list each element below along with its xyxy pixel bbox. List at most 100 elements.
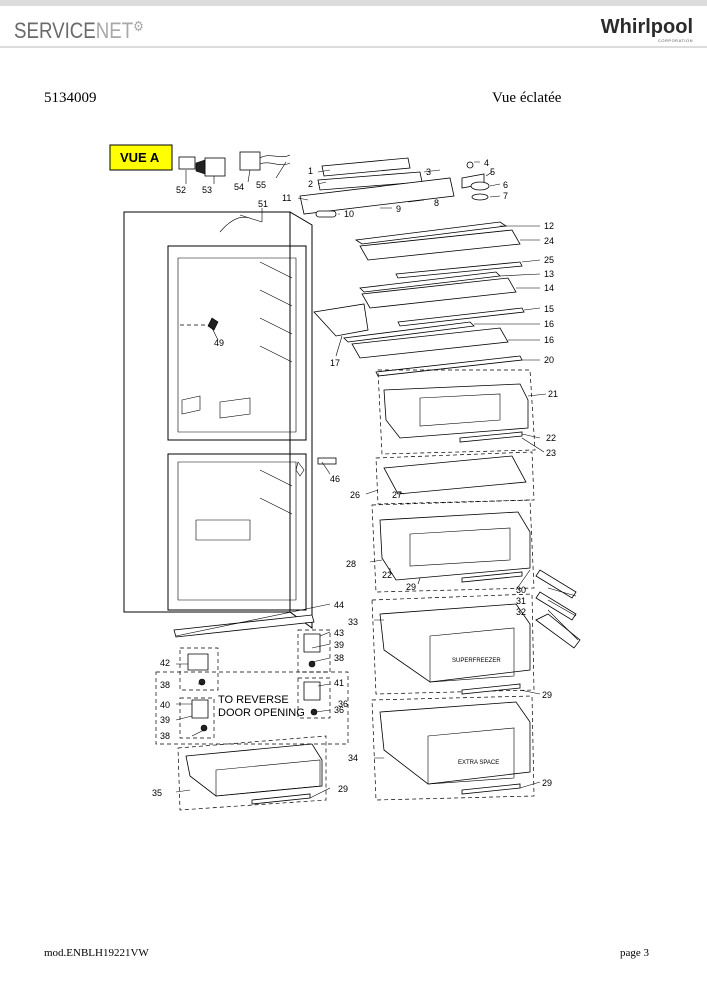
freezer-shelf-rails (259, 469, 293, 515)
part-label: 34 (348, 753, 358, 763)
part-21-inner (419, 393, 501, 427)
part-label: 30 (516, 585, 526, 595)
part-label: 22 (546, 433, 556, 443)
cover-26-group-outline (375, 451, 535, 505)
part-11-shape (299, 177, 455, 215)
whirlpool-logo-sub: CORPORATION (658, 38, 693, 43)
part-label: 8 (434, 198, 439, 208)
part-label: 23 (546, 448, 556, 458)
fridge-inner-liner (177, 257, 297, 433)
drawer-34-group-outline (371, 695, 535, 801)
part-label: 29 (406, 582, 416, 592)
part-25-shape (395, 261, 523, 279)
servicenet-logo: SERVICENET⚙ (14, 18, 144, 44)
part-52-shape (178, 156, 196, 170)
part-label: 52 (176, 185, 186, 195)
freezer-inner-liner (177, 461, 297, 601)
part-label: 38 (160, 731, 170, 741)
superfreezer-label: SUPERFREEZER (452, 658, 501, 664)
part-54-shape (239, 151, 261, 171)
freezer-bottom-fitting (195, 519, 251, 541)
part-label: 3 (426, 167, 431, 177)
part-label: 44 (334, 600, 344, 610)
part-29c-shape (461, 683, 521, 695)
fridge-compartment (167, 245, 307, 441)
part-label: 4 (484, 158, 489, 168)
part-14-shape (361, 277, 517, 309)
part-16a-shape (343, 321, 475, 343)
part-46-shape (317, 457, 337, 465)
part-label: 54 (234, 182, 244, 192)
reverse-door-group-outline (155, 671, 349, 745)
drawer-35-group-outline (177, 735, 327, 811)
extraspace-label: EXTRA SPACE (458, 760, 499, 766)
leader-lines (175, 161, 579, 799)
hinge-43-group-outline (297, 629, 331, 673)
part-29d-shape (461, 783, 521, 795)
vue-a-tag-box (109, 144, 173, 171)
part-label: 55 (256, 180, 266, 190)
part-34-shape (379, 701, 531, 785)
part-43-shape (303, 633, 321, 653)
part-15-shape (397, 307, 525, 327)
gear-icon: ⚙ (133, 18, 144, 34)
part-27-shape (383, 455, 527, 495)
part-29b-shape (461, 571, 523, 583)
part-35-front (215, 759, 321, 797)
part-label: 13 (544, 269, 554, 279)
part-16b-shape (351, 327, 509, 359)
fridge-bottom-fittings (181, 395, 251, 419)
part-number-labels: 1 2 3 4 5 6 7 8 9 10 11 12 24 25 13 14 1… (152, 158, 558, 798)
part-label: 16 (544, 335, 554, 345)
part-6-shape (470, 181, 490, 191)
cabinet-front-edges (123, 212, 291, 612)
header-divider (0, 46, 707, 48)
part-label: 33 (348, 617, 358, 627)
part-53-shape (204, 157, 226, 177)
part-49-shape (207, 317, 219, 331)
cabinet-outline (123, 211, 313, 629)
part-label: 51 (258, 199, 268, 209)
view-title: Vue éclatée (492, 90, 562, 106)
part-29a-shape (251, 793, 311, 805)
part-34-front (427, 727, 515, 785)
fridge-shelf-rails (259, 261, 293, 363)
part-label: 14 (544, 283, 554, 293)
part-label: 28 (346, 559, 356, 569)
part-31-shape (535, 591, 577, 621)
part-28-shape (379, 511, 531, 581)
part-label: 29 (338, 784, 348, 794)
part-label: 7 (503, 191, 508, 201)
part-label: 39 (160, 715, 170, 725)
part-label: 2 (308, 179, 313, 189)
part-label: 5 (490, 167, 495, 177)
part-label: 27 (392, 490, 402, 500)
part-label: 39 (334, 640, 344, 650)
part-label: 29 (542, 778, 552, 788)
part-label: 41 (334, 678, 344, 688)
hinge-41-group-outline (297, 677, 331, 719)
part-label: 1 (308, 166, 313, 176)
part-label: 38 (334, 653, 344, 663)
part-17-shape (313, 303, 369, 337)
part-label: 35 (152, 788, 162, 798)
freezer-compartment (167, 453, 307, 611)
part-label: 16 (544, 319, 554, 329)
drawer-28-group-outline (371, 499, 535, 593)
part-label: 25 (544, 255, 554, 265)
document-code: 5134009 (44, 90, 97, 106)
part-38b-shape (308, 660, 316, 668)
servicenet-logo-text-a: SERVICE (14, 18, 96, 43)
part-30-shape (535, 569, 577, 599)
part-51-cable (219, 214, 263, 233)
part-33-front (429, 627, 515, 683)
part-label: 31 (516, 596, 526, 606)
whirlpool-logo: Whirlpool (600, 16, 693, 38)
part-label: 24 (544, 236, 554, 246)
part-1-shape (321, 157, 411, 177)
part-label: 40 (160, 700, 170, 710)
part-label: 6 (503, 180, 508, 190)
part-label: 11 (282, 193, 291, 203)
part-label: 36 (334, 705, 344, 715)
part-38c-shape (200, 724, 208, 732)
